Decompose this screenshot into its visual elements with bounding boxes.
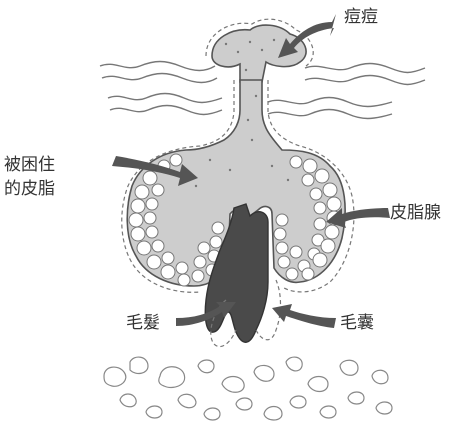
label-pimple: 痘痘 — [344, 7, 378, 27]
label-hair: 毛髮 — [126, 313, 160, 333]
skin-cells-bottom — [104, 357, 392, 420]
label-trapped-sebum-line1: 被困住 — [4, 155, 55, 175]
label-trapped-sebum-line2: 的皮脂 — [4, 179, 55, 199]
arrow-hair-follicle — [272, 304, 336, 328]
label-sebaceous-gland: 皮脂腺 — [390, 203, 441, 223]
label-hair-follicle: 毛囊 — [340, 313, 374, 333]
